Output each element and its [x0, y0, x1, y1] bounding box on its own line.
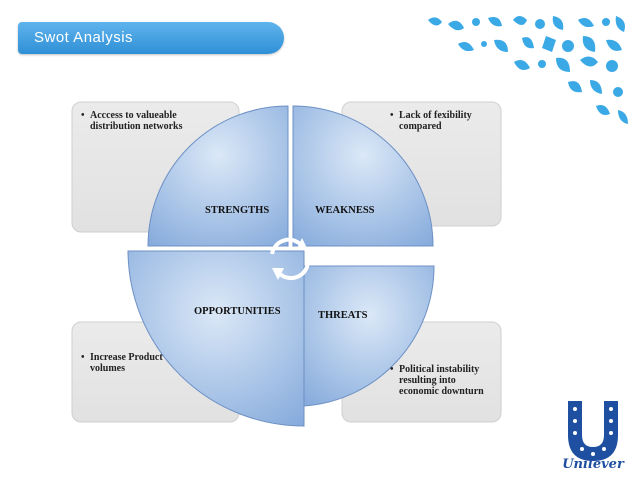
opportunities-label: OPPORTUNITIES [194, 306, 281, 317]
slide-title: Swot Analysis [34, 29, 134, 46]
slide-title-bar: Swot Analysis [18, 22, 284, 54]
quadrant-threats [303, 265, 435, 407]
quadrant-opportunities [127, 250, 305, 427]
weakness-point: • Lack of fexibility compared [390, 110, 472, 132]
quadrant-strengths [147, 105, 289, 247]
weakness-label: WEAKNESS [315, 205, 375, 216]
unilever-wordmark: Unilever [562, 457, 624, 472]
strengths-label: STRENGTHS [205, 205, 270, 216]
decorative-leaf-pattern [428, 16, 628, 124]
threat-point: • Political instability resulting into e… [390, 364, 484, 397]
threats-label: THREATS [318, 310, 368, 321]
cycle-arrows-icon [270, 237, 310, 281]
quadrant-weakness [292, 105, 434, 247]
unilever-logo-icon [568, 401, 618, 461]
opportunity-point: • Increase Product volumes [81, 352, 163, 374]
strength-point: • Acccess to valueable distribution netw… [81, 110, 183, 132]
